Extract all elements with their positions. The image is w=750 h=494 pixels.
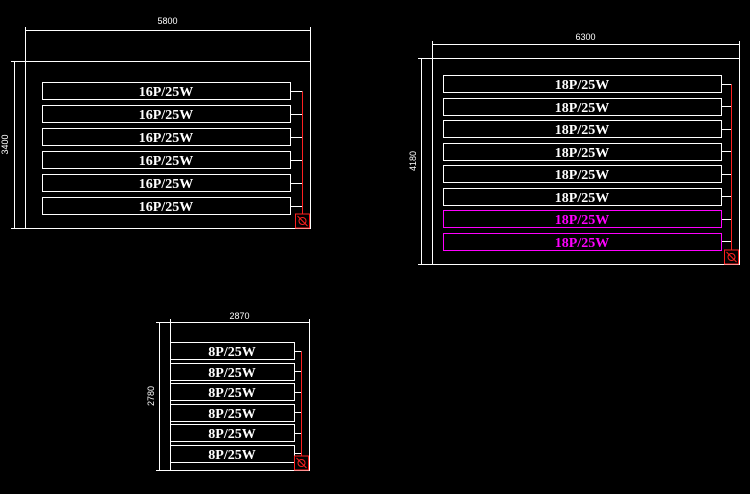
strip-label: 18P/25W xyxy=(555,191,609,206)
panel-frame xyxy=(432,58,740,265)
strip-label: 8P/25W xyxy=(208,407,255,422)
strip-label: 18P/25W xyxy=(555,123,609,138)
light-strip: 16P/25W xyxy=(42,174,291,192)
width-dimension: 6300 xyxy=(432,32,740,58)
strip-outline xyxy=(443,210,722,228)
strip-label: 18P/25W xyxy=(555,146,609,161)
panel-3: 2870 2780 8P/25W 8P/25W 8P/25W 8P/25W 8P/25W 8P… xyxy=(146,311,310,471)
controller-slash xyxy=(296,457,307,469)
light-strip: 18P/25W xyxy=(443,233,722,251)
controller-box xyxy=(295,213,310,229)
height-dimension: 4180 xyxy=(408,58,432,265)
strip-outline xyxy=(42,82,291,100)
width-label: 5800 xyxy=(157,16,177,26)
controller-slash xyxy=(726,251,737,263)
height-dimension: 3400 xyxy=(0,61,25,229)
controller-circle xyxy=(297,459,306,467)
strip-label: 8P/25W xyxy=(208,366,255,381)
strip-outline xyxy=(170,424,295,442)
strip-outline xyxy=(443,165,722,183)
light-strip: 8P/25W xyxy=(170,383,295,401)
strip-outline xyxy=(42,197,291,215)
circle-slash-icon xyxy=(295,213,310,229)
width-label: 6300 xyxy=(575,32,595,42)
wiring xyxy=(721,84,732,250)
strip-label: 8P/25W xyxy=(208,448,255,463)
width-dimension: 2870 xyxy=(170,311,310,323)
strip-label: 8P/25W xyxy=(208,427,255,442)
light-strip: 8P/25W xyxy=(170,404,295,422)
light-strip: 18P/25W xyxy=(443,143,722,161)
light-strip: 16P/25W xyxy=(42,105,291,123)
strip-label: 18P/25W xyxy=(555,168,609,183)
strip-label: 16P/25W xyxy=(139,85,193,100)
strip-label: 8P/25W xyxy=(208,386,255,401)
strip-label: 18P/25W xyxy=(555,213,609,228)
circle-slash-icon xyxy=(724,249,739,265)
strip-label: 16P/25W xyxy=(139,200,193,215)
panel-1: 5800 3400 16P/25W 16P/25W 16P/25W 16P/25W 16P/… xyxy=(0,16,311,229)
panels-layer: 5800 3400 16P/25W 16P/25W 16P/25W 16P/25W 16P/… xyxy=(0,16,740,471)
panel-frame xyxy=(25,61,311,229)
strip-label: 16P/25W xyxy=(139,154,193,169)
light-strip: 18P/25W xyxy=(443,120,722,138)
controller-box xyxy=(294,455,309,471)
strip-outline xyxy=(170,383,295,401)
strip-outline xyxy=(443,143,722,161)
light-strip: 8P/25W xyxy=(170,342,295,360)
height-label: 4180 xyxy=(408,151,418,171)
strip-outline xyxy=(443,233,722,251)
controller-box xyxy=(724,249,739,265)
strip-outline xyxy=(42,128,291,146)
controller-circle xyxy=(727,253,736,261)
strip-label: 16P/25W xyxy=(139,177,193,192)
strip-outline xyxy=(443,120,722,138)
strip-outline xyxy=(42,174,291,192)
height-dimension: 2780 xyxy=(146,322,170,471)
strip-label: 18P/25W xyxy=(555,236,609,251)
width-label: 2870 xyxy=(229,311,249,321)
light-strip: 16P/25W xyxy=(42,82,291,100)
height-label: 2780 xyxy=(146,386,156,406)
light-strip: 18P/25W xyxy=(443,188,722,206)
strip-outline xyxy=(170,404,295,422)
controller-circle xyxy=(298,217,307,225)
strip-outline xyxy=(170,363,295,381)
strip-outline xyxy=(443,75,722,93)
light-strip: 18P/25W xyxy=(443,165,722,183)
light-strip: 16P/25W xyxy=(42,151,291,169)
strip-outline xyxy=(42,151,291,169)
strip-outline xyxy=(42,105,291,123)
strip-label: 8P/25W xyxy=(208,345,255,360)
light-strip: 8P/25W xyxy=(170,445,295,463)
strip-label: 18P/25W xyxy=(555,101,609,116)
strip-outline xyxy=(170,445,295,463)
strip-label: 16P/25W xyxy=(139,108,193,123)
strip-label: 16P/25W xyxy=(139,131,193,146)
light-strip: 18P/25W xyxy=(443,210,722,228)
light-strip: 8P/25W xyxy=(170,363,295,381)
strip-outline xyxy=(443,188,722,206)
strip-outline xyxy=(170,342,295,360)
panel-2: 6300 4180 18P/25W 18P/25W 18P/25W 18P/25W 18P/… xyxy=(408,32,740,265)
light-strip: 18P/25W xyxy=(443,75,722,93)
wiring xyxy=(294,351,302,456)
light-strip: 8P/25W xyxy=(170,424,295,442)
height-label: 3400 xyxy=(0,134,10,154)
controller-slash xyxy=(297,215,308,227)
light-strip: 18P/25W xyxy=(443,98,722,116)
light-strip: 16P/25W xyxy=(42,128,291,146)
circle-slash-icon xyxy=(294,455,309,471)
strip-label: 18P/25W xyxy=(555,78,609,93)
width-dimension: 5800 xyxy=(25,16,311,61)
strip-outline xyxy=(443,98,722,116)
light-strip: 16P/25W xyxy=(42,197,291,215)
wiring xyxy=(290,91,303,214)
